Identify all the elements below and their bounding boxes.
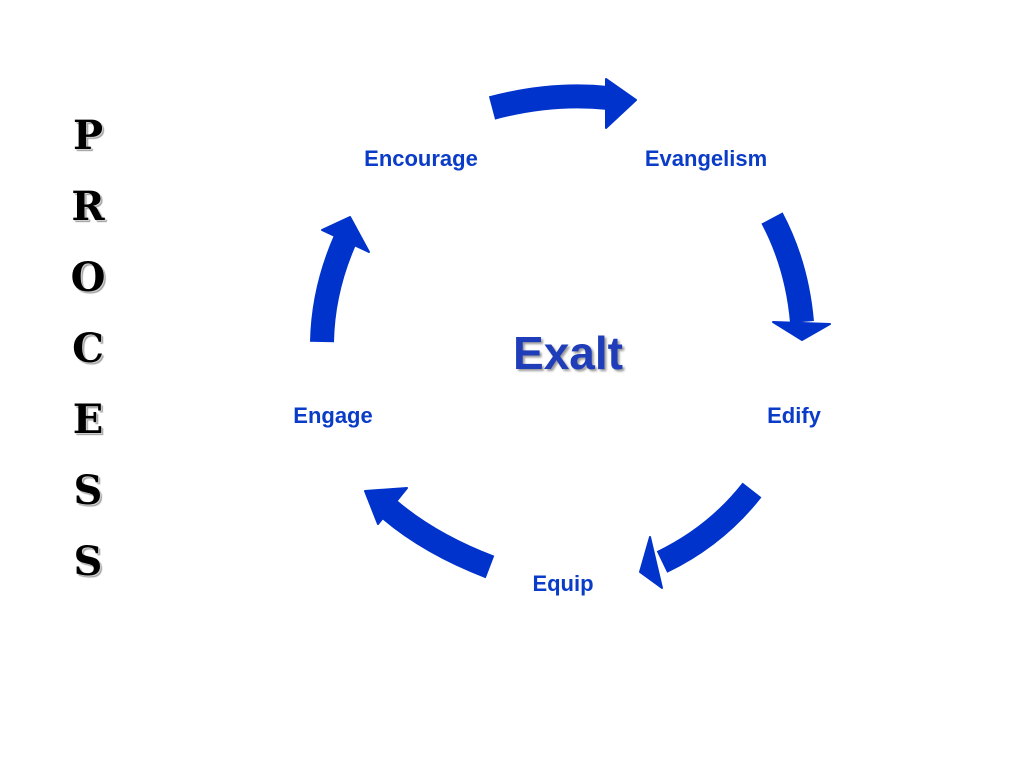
step-label-engage: Engage xyxy=(293,403,373,428)
title-letter: R xyxy=(71,183,105,230)
title-letter: P xyxy=(72,112,104,159)
cycle-arrow-edify-to-equip xyxy=(639,482,762,589)
cycle-arrow-equip-to-engage xyxy=(364,487,495,579)
cycle-arrow-engage-to-encourage xyxy=(310,216,370,343)
title-letter: S xyxy=(73,538,103,585)
cycle-arrow-encourage-to-evangelism xyxy=(488,78,637,129)
title-letter: C xyxy=(72,325,104,372)
step-label-edify: Edify xyxy=(767,403,821,428)
title-letter: O xyxy=(70,254,106,301)
center-label-exalt: Exalt xyxy=(513,327,623,379)
vertical-title-process: P R O C E S S xyxy=(58,100,118,597)
title-letter: S xyxy=(73,467,103,514)
cycle-arrow-evangelism-to-edify xyxy=(761,212,831,341)
step-label-encourage: Encourage xyxy=(364,146,478,171)
step-label-evangelism: Evangelism xyxy=(644,146,768,171)
title-letter: E xyxy=(72,396,104,443)
step-label-equip: Equip xyxy=(532,571,594,596)
